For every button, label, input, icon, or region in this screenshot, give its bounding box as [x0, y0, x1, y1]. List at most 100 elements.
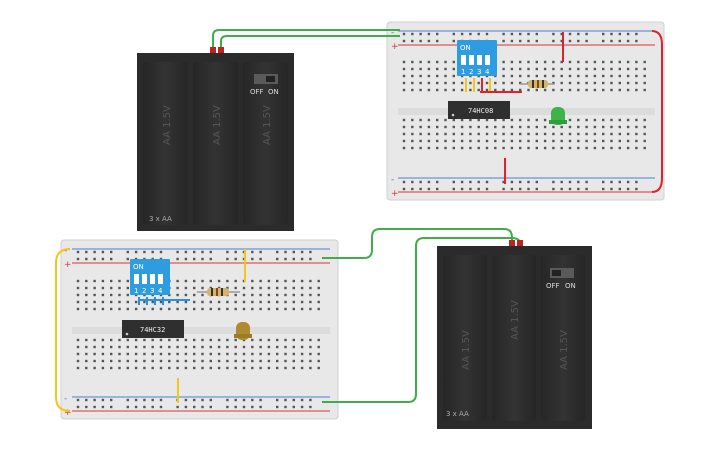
- breadboard-hole[interactable]: [427, 32, 431, 36]
- breadboard-hole[interactable]: [419, 60, 422, 64]
- breadboard-hole[interactable]: [292, 352, 295, 356]
- breadboard-hole[interactable]: [134, 359, 138, 363]
- breadboard-hole[interactable]: [419, 118, 422, 122]
- breadboard-hole[interactable]: [585, 187, 588, 191]
- breadboard-hole[interactable]: [635, 139, 638, 143]
- breadboard-hole[interactable]: [85, 307, 88, 311]
- breadboard-hole[interactable]: [560, 81, 563, 85]
- breadboard-hole[interactable]: [201, 405, 204, 409]
- breadboard-hole[interactable]: [510, 132, 514, 136]
- breadboard-hole[interactable]: [300, 352, 304, 356]
- breadboard-hole[interactable]: [510, 32, 514, 36]
- breadboard-hole[interactable]: [259, 338, 262, 342]
- breadboard-hole[interactable]: [510, 139, 514, 143]
- breadboard-hole[interactable]: [110, 345, 113, 349]
- breadboard-hole[interactable]: [309, 286, 312, 290]
- breadboard-hole[interactable]: [436, 88, 439, 92]
- breadboard-hole[interactable]: [85, 352, 88, 356]
- breadboard-hole[interactable]: [593, 125, 597, 129]
- breadboard-hole[interactable]: [494, 88, 497, 92]
- breadboard-hole[interactable]: [460, 132, 464, 136]
- breadboard-hole[interactable]: [577, 88, 580, 92]
- breadboard-hole[interactable]: [317, 338, 320, 342]
- breadboard-hole[interactable]: [300, 405, 304, 409]
- breadboard-hole[interactable]: [201, 279, 204, 283]
- breadboard-hole[interactable]: [93, 366, 96, 370]
- breadboard-hole[interactable]: [143, 307, 146, 311]
- breadboard-hole[interactable]: [535, 60, 538, 64]
- breadboard-hole[interactable]: [168, 345, 171, 349]
- breadboard-hole[interactable]: [485, 187, 489, 191]
- breadboard-hole[interactable]: [259, 359, 262, 363]
- breadboard-hole[interactable]: [284, 345, 287, 349]
- breadboard-hole[interactable]: [593, 146, 597, 150]
- breadboard-hole[interactable]: [217, 366, 221, 370]
- breadboard-hole[interactable]: [251, 405, 254, 409]
- breadboard-hole[interactable]: [159, 359, 163, 363]
- breadboard-hole[interactable]: [402, 139, 406, 143]
- breadboard-hole[interactable]: [284, 286, 287, 290]
- breadboard-hole[interactable]: [234, 359, 237, 363]
- dip-switch-bottom[interactable]: ON 1 2 3 4: [130, 259, 170, 295]
- breadboard-hole[interactable]: [110, 338, 113, 342]
- breadboard-hole[interactable]: [444, 125, 447, 129]
- breadboard-hole[interactable]: [234, 257, 237, 261]
- breadboard-hole[interactable]: [110, 286, 113, 290]
- breadboard-hole[interactable]: [626, 67, 630, 71]
- breadboard-hole[interactable]: [402, 132, 406, 136]
- breadboard-hole[interactable]: [452, 132, 455, 136]
- breadboard-hole[interactable]: [276, 405, 279, 409]
- breadboard-hole[interactable]: [618, 146, 621, 150]
- breadboard-hole[interactable]: [593, 67, 597, 71]
- breadboard-hole[interactable]: [411, 67, 414, 71]
- breadboard-hole[interactable]: [168, 352, 171, 356]
- breadboard-hole[interactable]: [519, 74, 522, 78]
- breadboard-hole[interactable]: [494, 118, 497, 122]
- breadboard-hole[interactable]: [151, 250, 154, 254]
- breadboard-hole[interactable]: [626, 74, 630, 78]
- breadboard-hole[interactable]: [519, 180, 522, 184]
- breadboard-hole[interactable]: [502, 67, 505, 71]
- breadboard-hole[interactable]: [209, 359, 212, 363]
- breadboard-hole[interactable]: [309, 352, 312, 356]
- breadboard-hole[interactable]: [234, 352, 237, 356]
- breadboard-hole[interactable]: [577, 118, 580, 122]
- breadboard-hole[interactable]: [643, 146, 646, 150]
- breadboard-hole[interactable]: [276, 250, 279, 254]
- breadboard-hole[interactable]: [452, 139, 455, 143]
- breadboard-hole[interactable]: [193, 398, 196, 402]
- breadboard-hole[interactable]: [560, 74, 563, 78]
- breadboard-hole[interactable]: [535, 132, 538, 136]
- breadboard-hole[interactable]: [193, 338, 196, 342]
- breadboard-hole[interactable]: [284, 257, 287, 261]
- breadboard-hole[interactable]: [510, 67, 514, 71]
- breadboard-hole[interactable]: [494, 132, 497, 136]
- breadboard-hole[interactable]: [300, 338, 304, 342]
- breadboard-hole[interactable]: [411, 39, 414, 43]
- breadboard-hole[interactable]: [568, 146, 572, 150]
- breadboard-hole[interactable]: [460, 146, 464, 150]
- breadboard-hole[interactable]: [309, 293, 312, 297]
- breadboard-hole[interactable]: [402, 67, 406, 71]
- breadboard-hole[interactable]: [626, 180, 630, 184]
- breadboard-hole[interactable]: [209, 250, 212, 254]
- breadboard-hole[interactable]: [460, 125, 464, 129]
- breadboard-hole[interactable]: [93, 257, 96, 261]
- breadboard-hole[interactable]: [118, 366, 121, 370]
- breadboard-hole[interactable]: [267, 300, 271, 304]
- breadboard-hole[interactable]: [626, 187, 630, 191]
- breadboard-hole[interactable]: [577, 146, 580, 150]
- breadboard-hole[interactable]: [292, 366, 295, 370]
- breadboard-hole[interactable]: [217, 352, 221, 356]
- breadboard-hole[interactable]: [110, 279, 113, 283]
- breadboard-hole[interactable]: [101, 250, 105, 254]
- breadboard-hole[interactable]: [110, 398, 113, 402]
- breadboard-hole[interactable]: [126, 279, 129, 283]
- breadboard-hole[interactable]: [527, 39, 530, 43]
- breadboard-hole[interactable]: [101, 286, 105, 290]
- breadboard-hole[interactable]: [234, 293, 237, 297]
- breadboard-hole[interactable]: [618, 60, 621, 64]
- breadboard-hole[interactable]: [568, 139, 572, 143]
- breadboard-hole[interactable]: [543, 146, 547, 150]
- breadboard-hole[interactable]: [151, 398, 154, 402]
